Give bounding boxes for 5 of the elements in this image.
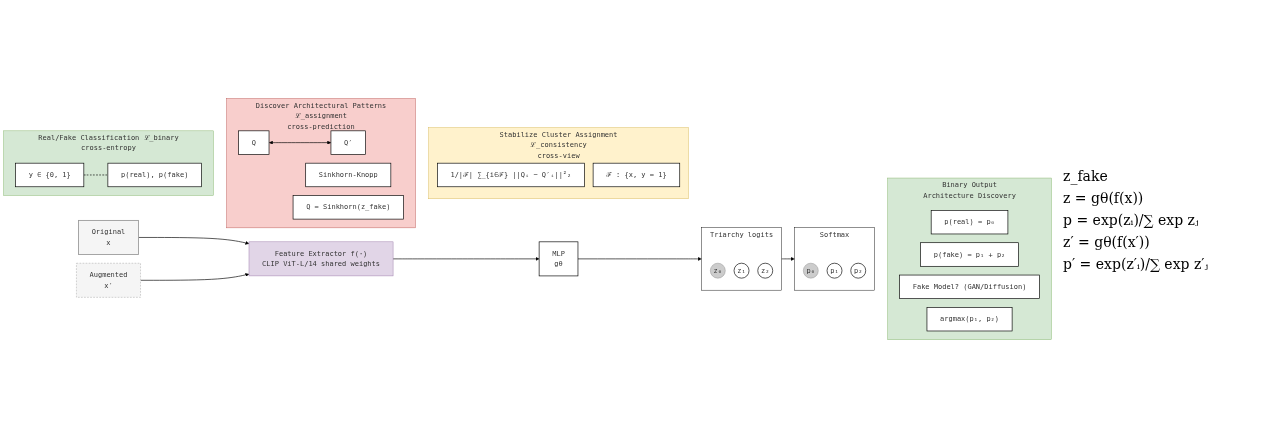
formula-label: p = exp(zᵢ)/∑ exp zⱼ [1063, 211, 1200, 228]
formula-label: z′ = gθ(f(x′)) [1063, 233, 1151, 250]
formula-label: z_fake [1063, 167, 1109, 184]
formula-label: p′ = exp(z′ᵢ)/∑ exp z′ⱼ [1063, 255, 1210, 272]
formula-label: z = gθ(f(x)) [1063, 189, 1145, 206]
